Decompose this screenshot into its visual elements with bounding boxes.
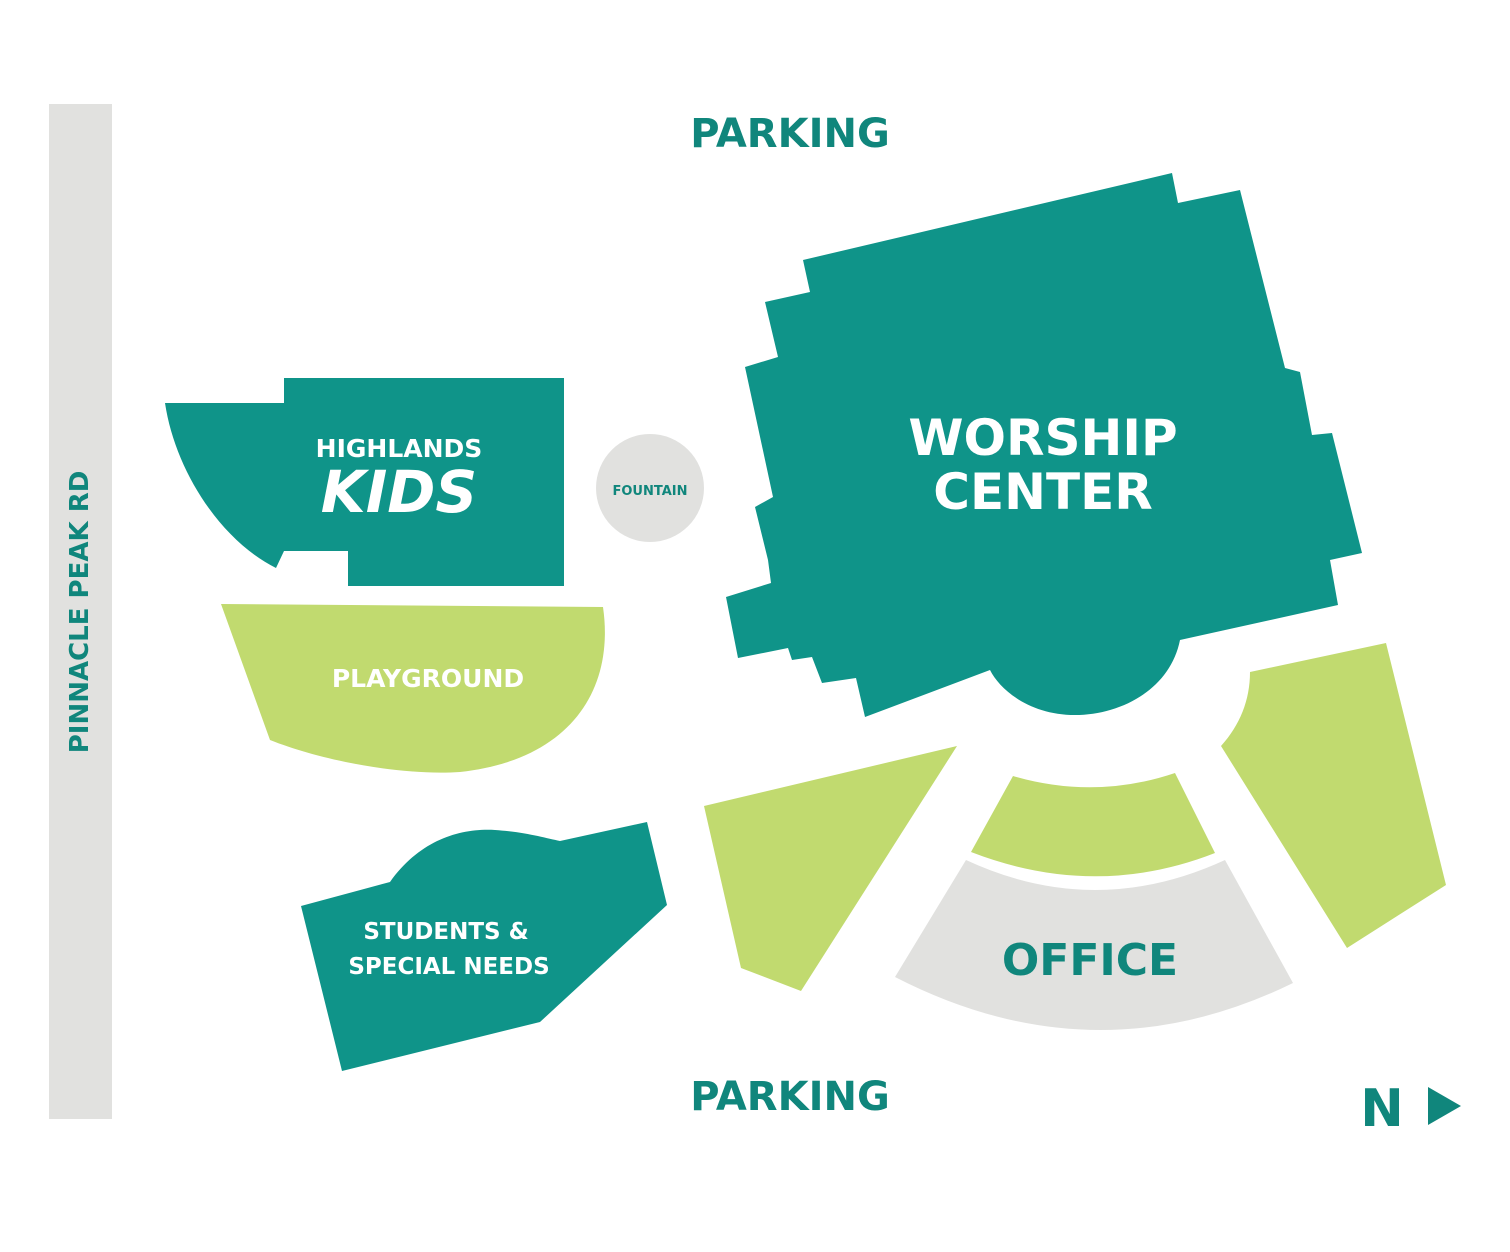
- office-building[interactable]: [895, 860, 1293, 1031]
- playground-label: PLAYGROUND: [332, 664, 524, 693]
- green-area-center[interactable]: [971, 773, 1215, 877]
- green-area-right[interactable]: [1221, 643, 1446, 948]
- road-strip: [49, 104, 112, 1119]
- kids-label-line1: HIGHLANDS: [316, 434, 483, 463]
- worship-center-building[interactable]: [726, 173, 1362, 717]
- triangle-right-icon: [1428, 1087, 1461, 1125]
- fountain-label: FOUNTAIN: [612, 484, 687, 499]
- kids-building[interactable]: [165, 378, 564, 586]
- kids-label-line2: KIDS: [321, 458, 477, 526]
- north-label: N: [1360, 1079, 1404, 1139]
- green-area-left[interactable]: [704, 746, 957, 991]
- fountain-circle[interactable]: [596, 434, 704, 542]
- parking-bottom-label: PARKING: [690, 1074, 890, 1120]
- road-label: PINNACLE PEAK RD: [65, 471, 95, 754]
- students-label-line1: STUDENTS &: [363, 919, 528, 945]
- worship-label-line2: CENTER: [933, 463, 1152, 521]
- playground-area[interactable]: [221, 604, 605, 773]
- parking-top-label: PARKING: [690, 111, 890, 157]
- office-label: OFFICE: [1002, 935, 1178, 986]
- students-building[interactable]: [301, 822, 667, 1071]
- students-label-line2: SPECIAL NEEDS: [348, 954, 549, 980]
- worship-label-line1: WORSHIP: [908, 409, 1177, 467]
